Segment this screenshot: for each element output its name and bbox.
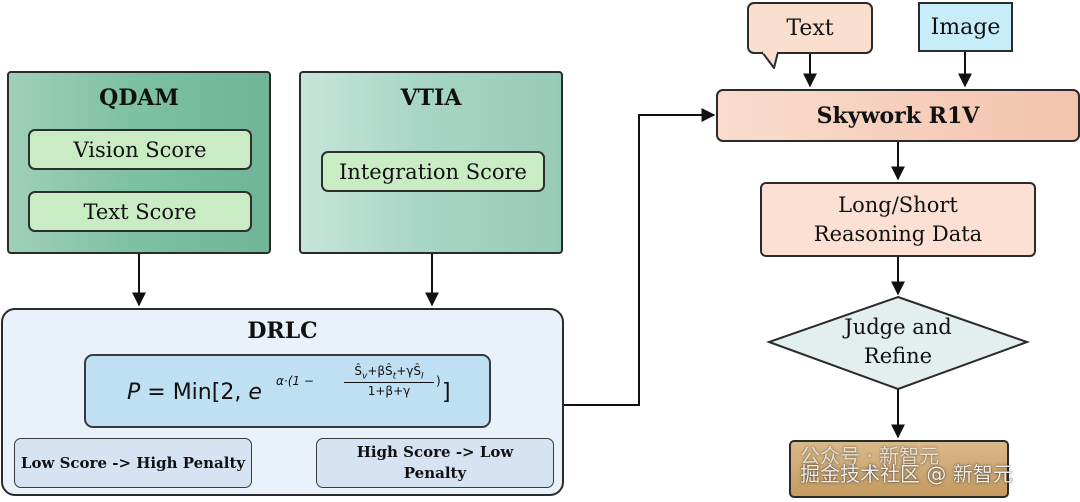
formula-sub-t: t [392, 371, 397, 382]
judge-label: Judge and Refine [818, 313, 978, 371]
skywork-model-box: Skywork R1V [716, 89, 1080, 142]
formula-exp-close: ) [436, 374, 441, 388]
reasoning-data-line2: Reasoning Data [813, 221, 983, 246]
qdam-panel: QDAM Vision Score Text Score [7, 71, 271, 254]
drlc-title: DRLC [247, 318, 318, 344]
low-score-box: Low Score -> High Penalty [14, 438, 252, 488]
text-input-label: Text [786, 15, 834, 41]
image-input-box: Image [918, 2, 1013, 52]
formula-num-gamma: +γŜ [396, 364, 421, 378]
output-box [789, 440, 1009, 498]
formula-sub-v: v [361, 371, 368, 382]
formula-lhs: P = [127, 380, 173, 405]
high-score-text-line2: Penalty [403, 464, 467, 482]
image-input-label: Image [930, 14, 1001, 40]
qdam-title: QDAM [99, 85, 179, 111]
skywork-model-label: Skywork R1V [816, 102, 980, 129]
formula-exp-prefix: α·(1 − [276, 374, 314, 388]
formula-denominator: 1+β+γ [367, 384, 411, 398]
formula-sub-i: I [420, 371, 424, 382]
arrow-drlc-to-skywork [564, 108, 716, 406]
formula-num-beta: +βŜ [367, 364, 393, 378]
vtia-title: VTIA [400, 85, 462, 111]
formula-base: e [248, 380, 262, 405]
high-score-box: High Score -> Low Penalty [316, 438, 554, 488]
formula-open: [2, [211, 380, 249, 405]
text-input-box: Text [747, 2, 873, 54]
judge-label-line2: Refine [863, 344, 933, 368]
judge-label-line1: Judge and [844, 315, 952, 339]
integration-score-box: Integration Score [321, 151, 545, 192]
formula-close: ] [442, 380, 451, 405]
text-score-box: Text Score [28, 191, 252, 232]
reasoning-data-box: Long/Short Reasoning Data [760, 182, 1036, 257]
high-score-text-line1: High Score -> Low [356, 443, 514, 461]
formula-min: Min [172, 380, 212, 405]
low-score-text: Low Score -> High Penalty [20, 454, 246, 472]
vision-score-box: Vision Score [28, 129, 252, 170]
vtia-panel: VTIA Integration Score [299, 71, 563, 254]
drlc-panel: DRLC P = Min[2, e α·(1 − Ŝv+βŜt+γŜI 1+β+… [1, 308, 564, 496]
reasoning-data-line1: Long/Short [838, 192, 958, 217]
penalty-formula: P = Min[2, e α·(1 − Ŝv+βŜt+γŜI 1+β+γ ) ] [84, 354, 491, 428]
text-bubble-tail [761, 51, 779, 69]
formula-num-s: Ŝ [354, 364, 362, 378]
